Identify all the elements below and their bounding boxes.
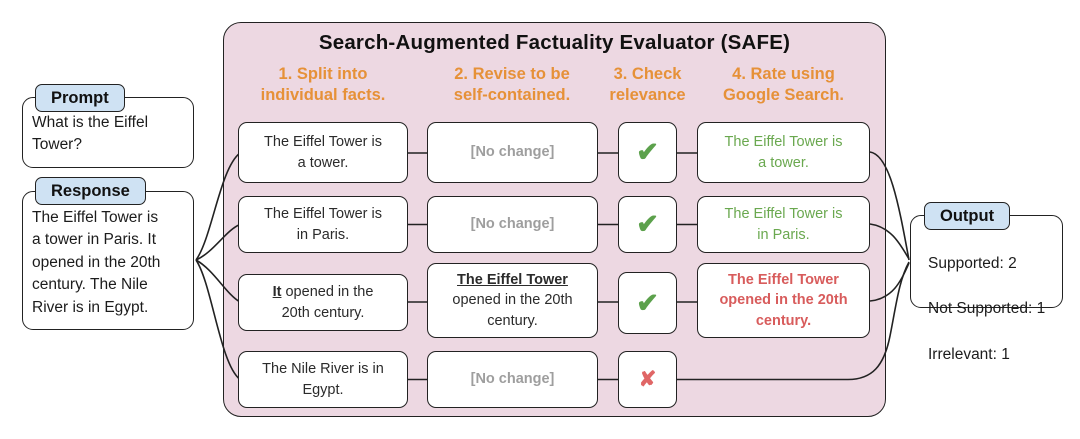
relevance-box-3: ✔ <box>618 272 677 334</box>
relevance-box-4: ✘ <box>618 351 677 408</box>
output-box <box>910 215 1063 308</box>
column-header-split: 1. Split into individual facts. <box>260 65 386 105</box>
revision-box-4: [No change] <box>427 351 598 408</box>
revision-box-2: [No change] <box>427 196 598 253</box>
check-icon: ✔ <box>636 137 659 167</box>
rating-box-1: The Eiffel Tower is a tower. <box>697 122 870 183</box>
response-text: The Eiffel Tower is a tower in Paris. It… <box>32 209 161 316</box>
output-supported: Supported: 2 <box>928 254 1017 272</box>
panel-title: Search-Augmented Factuality Evaluator (S… <box>318 31 791 54</box>
output-tab: Output <box>924 202 1011 230</box>
rating-not-supported-text: The Eiffel Tower opened in the 20th cent… <box>719 271 848 329</box>
fact-box-4: The Nile River is in Egypt. <box>238 351 408 408</box>
response-tab: Response <box>35 177 146 205</box>
fact-emphasis: It <box>272 283 282 300</box>
relevance-box-2: ✔ <box>618 196 677 253</box>
fact-text: The Eiffel Tower is in Paris. <box>264 205 382 243</box>
column-header-rate: 4. Rate using Google Search. <box>722 65 845 105</box>
cross-icon: ✘ <box>638 368 657 391</box>
no-change-text: [No change] <box>470 144 555 161</box>
check-icon: ✔ <box>636 287 659 318</box>
rating-box-3: The Eiffel Tower opened in the 20th cent… <box>697 263 870 338</box>
prompt-tab: Prompt <box>35 84 125 112</box>
fact-box-3: It opened in the 20th century. <box>238 274 408 331</box>
output-not-supported: Not Supported: 1 <box>928 300 1046 318</box>
fact-box-1: The Eiffel Tower is a tower. <box>238 122 408 183</box>
revision-emphasis: The Eiffel Tower <box>457 271 568 288</box>
prompt-text: What is the Eiffel Tower? <box>32 114 149 154</box>
fact-text: It opened in the 20th century. <box>272 283 374 321</box>
relevance-box-1: ✔ <box>618 122 677 183</box>
rating-supported-text: The Eiffel Tower is a tower. <box>724 133 843 171</box>
output-irrelevant: Irrelevant: 1 <box>928 345 1010 363</box>
fact-text: The Eiffel Tower is a tower. <box>264 133 382 171</box>
column-header-revise: 2. Revise to be self-contained. <box>453 65 571 105</box>
check-icon: ✔ <box>636 209 659 239</box>
revision-box-3: The Eiffel Tower opened in the 20th cent… <box>427 263 598 338</box>
rating-box-2: The Eiffel Tower is in Paris. <box>697 196 870 253</box>
output-text: Supported: 2 Not Supported: 1 Irrelevant… <box>928 230 1058 390</box>
revision-box-1: [No change] <box>427 122 598 183</box>
revision-text: The Eiffel Tower opened in the 20th cent… <box>452 271 573 329</box>
fact-text: The Nile River is in Egypt. <box>262 360 384 398</box>
rating-supported-text: The Eiffel Tower is in Paris. <box>724 205 843 243</box>
column-header-relevance: 3. Check relevance <box>609 65 686 105</box>
no-change-text: [No change] <box>470 371 555 388</box>
fact-box-2: The Eiffel Tower is in Paris. <box>238 196 408 253</box>
response-box <box>22 191 194 330</box>
no-change-text: [No change] <box>470 216 555 233</box>
